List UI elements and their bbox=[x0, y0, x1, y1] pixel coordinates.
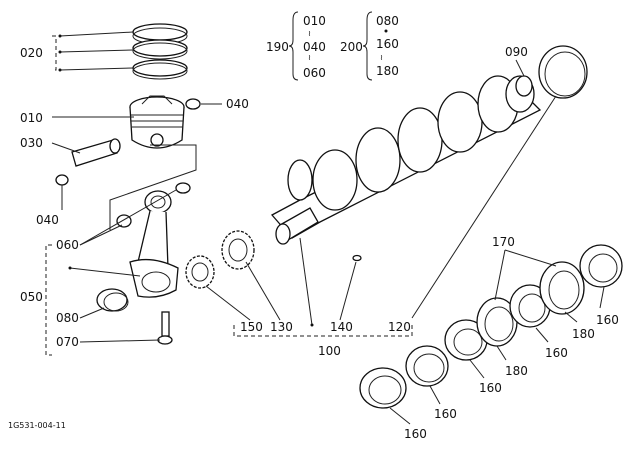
label-140: 140 bbox=[330, 320, 353, 334]
label-200-item-2: 160 bbox=[376, 37, 399, 51]
group-outline bbox=[109, 144, 197, 230]
label-200: 200 bbox=[340, 40, 363, 54]
label-190-item-3: 060 bbox=[303, 66, 326, 80]
label-040-lower: 040 bbox=[36, 213, 59, 227]
rod-bolt bbox=[157, 311, 173, 345]
label-180-b: 180 bbox=[505, 364, 528, 378]
label-120: 120 bbox=[388, 320, 411, 334]
piston-pin bbox=[71, 138, 121, 167]
label-160-c: 160 bbox=[479, 381, 502, 395]
label-100: 100 bbox=[318, 344, 341, 358]
circlip-lower bbox=[55, 174, 69, 186]
label-160-d: 160 bbox=[434, 407, 457, 421]
label-150: 150 bbox=[240, 320, 263, 334]
label-170: 170 bbox=[492, 235, 515, 249]
piston-rings bbox=[132, 23, 188, 80]
label-040-upper: 040 bbox=[226, 97, 249, 111]
crankshaft-gear bbox=[221, 230, 255, 270]
label-200-item-1: 080 bbox=[376, 14, 399, 28]
label-190-item-1: 010 bbox=[303, 14, 326, 28]
svg-text:≀: ≀ bbox=[380, 53, 383, 62]
label-020: 020 bbox=[20, 46, 43, 60]
label-160-e: 160 bbox=[404, 427, 427, 441]
diagram-id: 1G531-004-11 bbox=[8, 421, 66, 430]
label-190-item-2: 040 bbox=[303, 40, 326, 54]
label-050: 050 bbox=[20, 290, 43, 304]
label-060: 060 bbox=[56, 238, 79, 252]
label-190: 190 bbox=[266, 40, 289, 54]
main-bearings bbox=[359, 244, 623, 409]
main-bearing-120 bbox=[538, 45, 588, 99]
label-030: 030 bbox=[20, 136, 43, 150]
label-070: 070 bbox=[56, 335, 79, 349]
svg-text:≀: ≀ bbox=[308, 29, 311, 38]
piston bbox=[129, 95, 185, 149]
label-160-b: 160 bbox=[545, 346, 568, 360]
connecting-rod bbox=[116, 182, 191, 298]
crankpin-bearing bbox=[96, 288, 129, 312]
label-160-a: 160 bbox=[596, 313, 619, 327]
label-080: 080 bbox=[56, 311, 79, 325]
label-180-a: 180 bbox=[572, 327, 595, 341]
circlip-upper bbox=[185, 98, 201, 110]
leader-lines: ≀ ≀ ≀ bbox=[45, 11, 605, 425]
svg-text:≀: ≀ bbox=[308, 53, 311, 62]
thrust-bearing bbox=[515, 75, 533, 97]
label-130: 130 bbox=[270, 320, 293, 334]
crankshaft bbox=[270, 75, 542, 262]
label-010: 010 bbox=[20, 111, 43, 125]
label-090: 090 bbox=[505, 45, 528, 59]
label-200-item-3: 180 bbox=[376, 64, 399, 78]
drive-gear bbox=[185, 255, 215, 289]
